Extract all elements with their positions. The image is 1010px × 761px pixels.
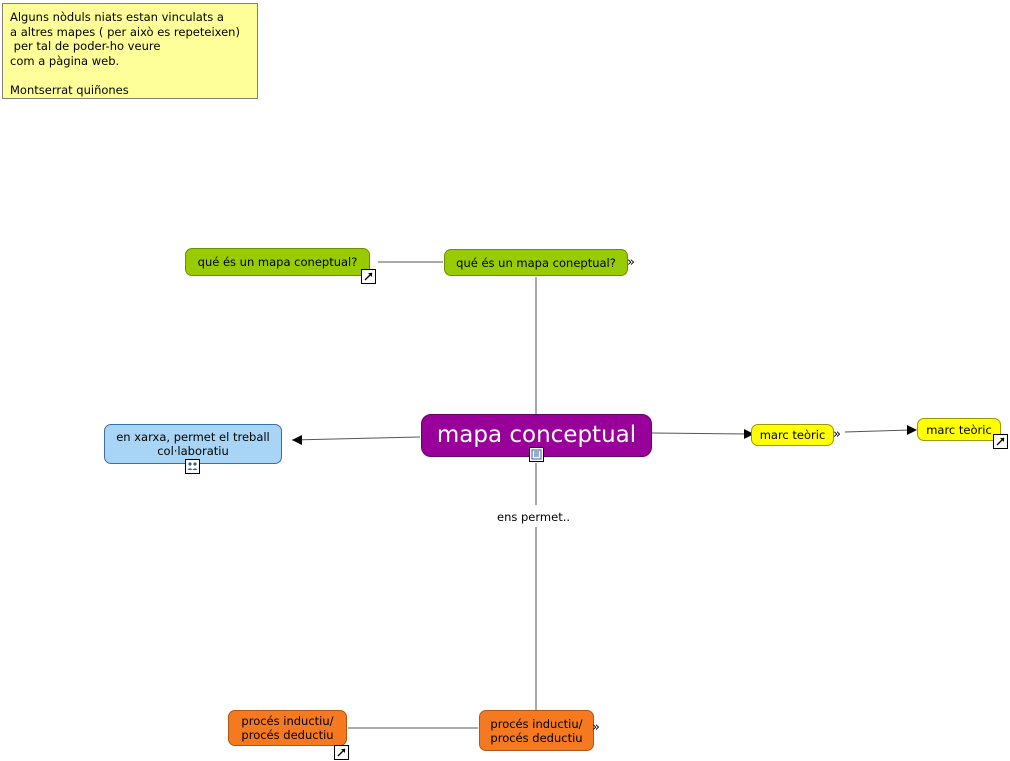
node-marc-teoric-far[interactable]: marc teòric [917,418,1001,441]
people-icon[interactable] [185,459,200,474]
double-chevron-icon-theory[interactable]: » [833,427,841,442]
node-question-center[interactable]: qué és un mapa coneptual? [444,249,628,276]
link-arrow-icon[interactable] [361,269,376,284]
node-central[interactable]: mapa conceptual [421,414,652,457]
sticky-note: Alguns nòduls niats estan vinculats a a … [2,3,258,99]
node-question-left[interactable]: qué és un mapa coneptual? [185,248,370,276]
link-arrow-icon-theory[interactable] [993,434,1008,449]
double-chevron-icon-process[interactable]: » [592,720,600,735]
folded-map-icon[interactable] [529,447,544,462]
node-network-collaboration[interactable]: en xarxa, permet el treball col·laborati… [104,424,282,464]
link-arrow-icon-process[interactable] [334,745,349,760]
node-process-center[interactable]: procés inductiu/ procés deductiu [479,710,594,751]
node-marc-teoric-near[interactable]: marc teòric [751,424,834,446]
edge-label-ens-permet: ens permet.. [497,510,571,524]
node-process-left[interactable]: procés inductiu/ procés deductiu [228,710,347,746]
double-chevron-icon[interactable]: » [627,255,635,270]
